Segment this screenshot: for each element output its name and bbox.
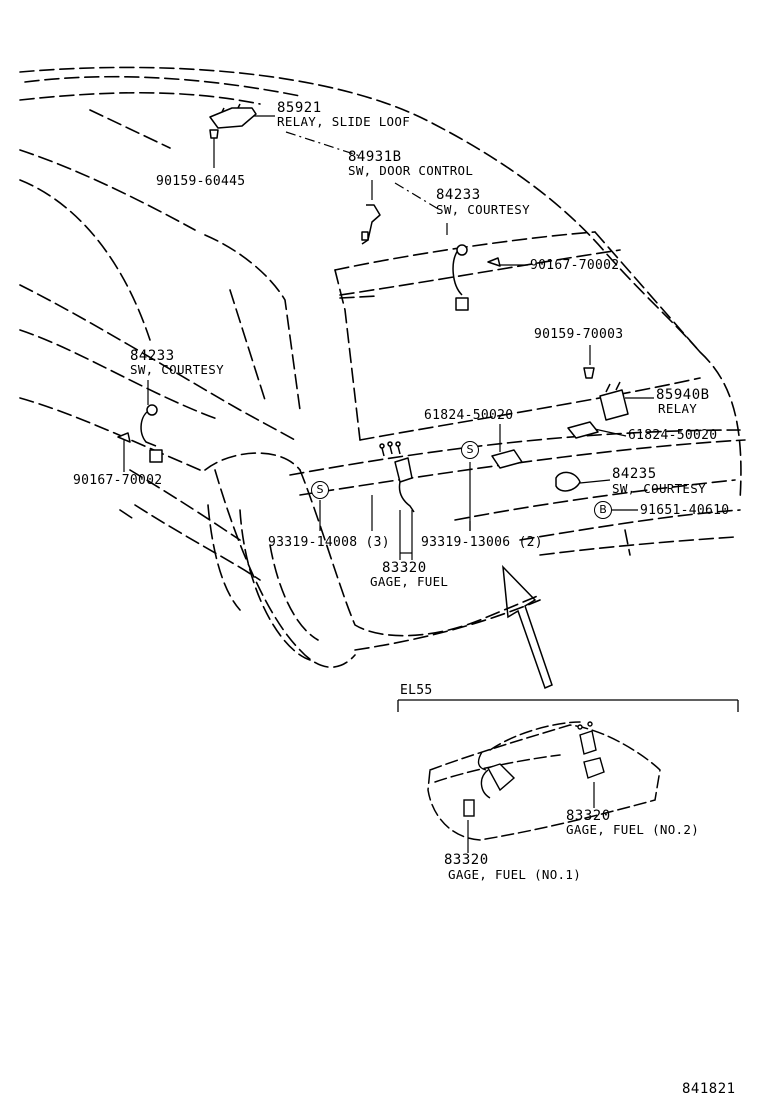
rear-bumper-corner (299, 469, 541, 637)
bumper-top (454, 479, 736, 521)
spoiler-line (339, 295, 379, 299)
label-plate-b (567, 421, 599, 439)
bumper-lower (539, 536, 736, 556)
rear-panel-side (624, 529, 631, 556)
desc-relay: RELAY (658, 401, 698, 416)
inset-gage-no1 (486, 763, 516, 792)
wheel-outer (214, 469, 356, 668)
part-number-83320-no1: 83320 (444, 852, 489, 868)
courtesy-switch-84235-part (555, 471, 581, 492)
sill-line (119, 509, 136, 521)
roof-inner-line (19, 91, 261, 105)
relay-slide-roof-part (209, 107, 257, 129)
part-number-90159-70003: 90159-70003 (534, 327, 624, 342)
desc-sw-courtesy-right: SW, COURTESY (436, 202, 530, 217)
bumper-bottom (354, 599, 541, 651)
label-plate-a (491, 449, 523, 469)
rear-window-frame (339, 249, 621, 296)
side-belt-line-3 (19, 397, 201, 471)
c-pillar-line (89, 109, 171, 149)
inset-tank-outline (427, 724, 661, 841)
diagram-id: 841821 (682, 1081, 736, 1097)
part-number-90167-70002-left: 90167-70002 (73, 473, 163, 488)
roof-outline (19, 66, 701, 353)
courtesy-switch-right-part (452, 249, 463, 296)
part-number-85940b: 85940B (656, 387, 710, 403)
part-number-84235: 84235 (612, 466, 657, 482)
desc-relay-slide-roof: RELAY, SLIDE LOOF (277, 114, 411, 129)
relay-85940b-part (599, 389, 629, 421)
part-number-84233-right: 84233 (436, 187, 481, 203)
fuel-gage-part (394, 457, 413, 483)
quarter-window-inner (204, 234, 301, 411)
part-number-90167-70002-right: 90167-70002 (530, 258, 620, 273)
part-number-84233-left: 84233 (130, 348, 175, 364)
wheel-arch-outer (204, 452, 301, 471)
rear-window-right (594, 231, 701, 353)
quarter-window-upper (19, 149, 196, 231)
body-rear-edge (207, 504, 241, 611)
inset-label-el55: EL55 (400, 683, 433, 698)
marker-b: B (594, 501, 612, 519)
desc-gage-fuel: GAGE, FUEL (370, 574, 449, 589)
part-number-61824-50020-a: 61824-50020 (424, 408, 514, 423)
part-number-84931b: 84931B (348, 149, 402, 165)
desc-sw-courtesy-left: SW, COURTESY (130, 362, 224, 377)
desc-sw-door-control: SW, DOOR CONTROL (348, 163, 474, 178)
part-number-91651-40610: 91651-40610 (640, 503, 730, 518)
screw-90159-60445-part (209, 129, 219, 139)
rear-panel-right (699, 351, 742, 501)
part-number-83320-no2: 83320 (566, 808, 611, 824)
rear-window-bottom (359, 377, 701, 441)
wheel-hub (269, 544, 319, 641)
side-belt-line (19, 284, 296, 441)
marker-s-left: S (311, 481, 329, 499)
wheel-inner (239, 509, 311, 661)
trunk-lid-line (289, 429, 741, 476)
inset-gage-no2 (579, 730, 597, 755)
rocker-line (134, 504, 261, 581)
lower-body-line (129, 469, 241, 541)
part-number-93319-13006: 93319-13006 (2) (421, 535, 543, 550)
marker-s-right: S (461, 441, 479, 459)
bumper-line (519, 509, 741, 541)
desc-gage-fuel-no2: GAGE, FUEL (NO.2) (566, 822, 700, 837)
roof-top-line (24, 75, 301, 97)
part-number-93319-14008: 93319-14008 (3) (268, 535, 390, 550)
desc-gage-fuel-no1: GAGE, FUEL (NO.1) (448, 867, 582, 882)
desc-sw-courtesy-84235: SW, COURTESY (612, 481, 706, 496)
part-number-90159-60445: 90159-60445 (156, 174, 246, 189)
part-number-61824-50020-b: 61824-50020 (628, 428, 718, 443)
part-number-83320: 83320 (382, 560, 427, 576)
part-number-85921: 85921 (277, 100, 322, 116)
side-belt-line-2 (19, 329, 221, 421)
rear-window-top (334, 231, 596, 271)
pillar-line (229, 289, 266, 401)
quarter-window-line (19, 179, 151, 341)
rear-window-left (334, 269, 361, 441)
